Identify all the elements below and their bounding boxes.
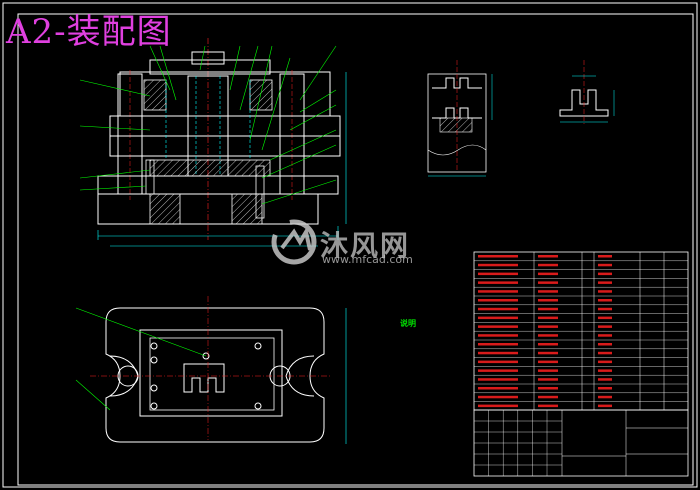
technical-notes: 说明 (372, 320, 464, 332)
table-cell-mark (538, 404, 558, 408)
table-cell-mark (478, 325, 518, 328)
table-cell-mark (538, 325, 558, 328)
table-cell-mark (478, 316, 518, 320)
table-cell-mark (478, 263, 518, 267)
table-cell-mark (478, 307, 518, 311)
table-cell-mark (538, 369, 558, 372)
table-cell-mark (598, 255, 612, 258)
watermark-logo-icon (271, 219, 317, 265)
watermark-url: www.mfcad.com (322, 253, 413, 266)
table-cell-mark (598, 290, 612, 293)
table-cell-mark (538, 387, 558, 390)
table-cell-mark (598, 316, 612, 320)
table-cell-mark (478, 395, 518, 399)
table-cell-mark (598, 378, 612, 381)
table-cell-mark (598, 263, 612, 267)
table-cell-mark (598, 369, 612, 372)
table-cell-mark (598, 299, 612, 302)
table-cell-mark (598, 404, 612, 408)
inner-border (17, 13, 694, 486)
strip-layout-view (427, 60, 493, 177)
table-cell-mark (478, 351, 518, 355)
table-cell-mark (538, 360, 558, 364)
table-cell-mark (478, 299, 518, 302)
table-cell-mark (598, 307, 612, 311)
table-cell-mark (478, 343, 518, 346)
table-cell-mark (538, 263, 558, 267)
table-cell-mark (538, 290, 558, 293)
table-cell-mark (598, 395, 612, 399)
table-cell-mark (538, 351, 558, 355)
table-cell-mark (598, 387, 612, 390)
notes-title: 说明 (400, 319, 416, 328)
table-cell-mark (538, 255, 558, 258)
table-cell-mark (478, 360, 518, 364)
table-cell-mark (478, 255, 518, 258)
drawing-title: A2-装配图 (6, 12, 172, 52)
table-cell-mark (538, 395, 558, 399)
table-cell-mark (478, 369, 518, 372)
table-cell-mark (478, 290, 518, 293)
table-cell-mark (538, 272, 558, 276)
table-cell-mark (478, 272, 518, 276)
parts-list-table (473, 251, 689, 477)
table-cell-mark (598, 281, 612, 284)
watermark-brand: 沐风网 (320, 229, 411, 262)
table-cell-mark (478, 387, 518, 390)
table-cell-mark (478, 281, 518, 284)
table-cell-mark (538, 299, 558, 302)
table-cell-mark (478, 404, 518, 408)
table-cell-mark (478, 334, 518, 337)
front-view (79, 38, 347, 247)
workpiece-view (559, 60, 615, 124)
table-cell-mark (538, 343, 558, 346)
table-cell-mark (538, 281, 558, 284)
table-cell-mark (538, 334, 558, 337)
table-cell-mark (538, 378, 558, 381)
table-cell-mark (598, 334, 612, 337)
table-cell-mark (598, 272, 612, 276)
table-cell-mark (598, 360, 612, 364)
table-cell-mark (538, 307, 558, 311)
table-cell-mark (598, 351, 612, 355)
plan-view (75, 296, 347, 444)
table-cell-mark (598, 325, 612, 328)
table-cell-mark (478, 378, 518, 381)
table-cell-mark (538, 316, 558, 320)
table-cell-mark (598, 343, 612, 346)
